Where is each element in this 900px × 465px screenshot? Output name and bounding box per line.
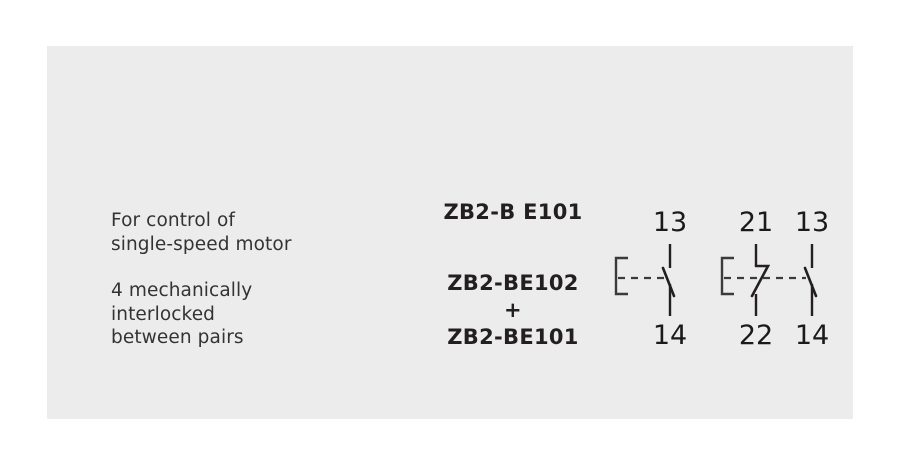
description-paragraph-1: For control of single-speed motor [111, 209, 381, 256]
description-line: 4 mechanically [111, 280, 253, 301]
terminal-label-no-bottom: 14 [795, 320, 829, 351]
description-line: For control of [111, 210, 236, 231]
part-number-top: ZB2-B E101 [443, 200, 583, 224]
terminal-label-nc-bottom: 22 [739, 320, 773, 351]
terminal-label-no-bottom: 14 [653, 320, 687, 351]
no-blade [803, 266, 818, 298]
nc-blade [750, 264, 771, 298]
terminal-label-nc-top: 21 [739, 207, 773, 238]
part-number-stack: ZB2-BE102 + ZB2-BE101 [403, 270, 623, 351]
description-line: interlocked [111, 303, 216, 325]
part-number-block: ZB2-B E101 ZB2-BE102 + ZB2-BE101 [403, 198, 623, 351]
description-line: between pairs [111, 327, 244, 348]
actuator-bracket [614, 256, 628, 296]
part-number-plus-sign: + [504, 298, 522, 322]
diagram-panel: For control of single-speed motor 4 mech… [47, 46, 853, 419]
part-number-line: ZB2-BE101 [447, 325, 579, 349]
part-number-line: ZB2-BE102 [447, 271, 579, 295]
terminal-label-no-top: 13 [795, 207, 829, 238]
no-blade [661, 266, 676, 298]
description-block: For control of single-speed motor 4 mech… [111, 209, 381, 350]
nc-no-contact-symbol: 21 13 22 14 [720, 207, 829, 351]
no-contact-symbol: 13 14 [614, 207, 687, 351]
actuator-bracket [720, 256, 734, 296]
description-paragraph-2: 4 mechanically interlocked between pairs [111, 279, 381, 350]
contact-symbol-group: 13 14 21 13 [602, 196, 867, 356]
description-line: single-speed motor [111, 233, 292, 255]
terminal-label-no-top: 13 [653, 207, 687, 238]
